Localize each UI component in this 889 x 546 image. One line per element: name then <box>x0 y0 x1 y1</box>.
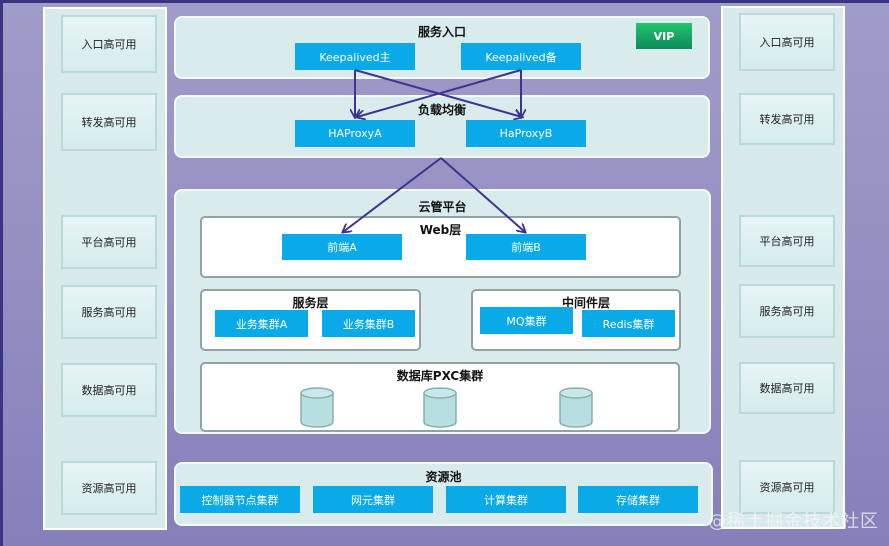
haproxy-a-node[interactable]: HAProxyA <box>295 120 415 147</box>
right-ha-platform[interactable]: 平台高可用 <box>739 215 835 267</box>
left-ha-platform[interactable]: 平台高可用 <box>61 215 157 269</box>
load-balance-title: 负载均衡 <box>417 103 466 117</box>
service-entry-title: 服务入口 <box>417 25 466 39</box>
right-ha-column: 入口高可用 转发高可用 平台高可用 服务高可用 数据高可用 资源高可用 <box>721 6 845 529</box>
keepalived-master-node[interactable]: Keepalived主 <box>295 43 415 70</box>
cloud-platform-title: 云管平台 <box>418 200 467 214</box>
keepalived-backup-node[interactable]: Keepalived备 <box>461 43 581 70</box>
frontend-a-node[interactable]: 前端A <box>282 234 402 260</box>
frame-left-border <box>0 0 3 546</box>
service-entry-panel: 服务入口 <box>174 16 710 79</box>
business-cluster-b-node[interactable]: 业务集群B <box>322 310 415 337</box>
network-element-cluster[interactable]: 网元集群 <box>313 486 433 513</box>
compute-cluster[interactable]: 计算集群 <box>446 486 566 513</box>
web-layer-panel: Web层 <box>200 216 681 278</box>
right-ha-data[interactable]: 数据高可用 <box>739 362 835 414</box>
web-layer-title: Web层 <box>419 223 462 237</box>
watermark: @稀土掘金技术社区 <box>708 511 879 532</box>
database-cylinder-icon-3[interactable] <box>559 387 593 429</box>
right-ha-forward[interactable]: 转发高可用 <box>739 93 835 145</box>
database-cylinder-icon-1[interactable] <box>300 387 334 429</box>
left-ha-service[interactable]: 服务高可用 <box>61 285 157 339</box>
frame-top-border <box>0 0 889 3</box>
controller-node-cluster[interactable]: 控制器节点集群 <box>180 486 300 513</box>
mq-cluster-node[interactable]: MQ集群 <box>480 307 573 334</box>
business-cluster-a-node[interactable]: 业务集群A <box>215 310 308 337</box>
load-balance-panel: 负载均衡 <box>174 95 710 158</box>
left-ha-forward[interactable]: 转发高可用 <box>61 93 157 151</box>
left-ha-resource[interactable]: 资源高可用 <box>61 461 157 515</box>
middleware-layer-title: 中间件层 <box>561 296 610 310</box>
resource-pool-title: 资源池 <box>425 470 462 484</box>
haproxy-b-node[interactable]: HaProxyB <box>466 120 586 147</box>
left-ha-entry[interactable]: 入口高可用 <box>61 15 157 73</box>
left-ha-column: 入口高可用 转发高可用 平台高可用 服务高可用 数据高可用 资源高可用 <box>43 7 167 530</box>
left-ha-data[interactable]: 数据高可用 <box>61 363 157 417</box>
right-ha-entry[interactable]: 入口高可用 <box>739 13 835 71</box>
right-ha-service[interactable]: 服务高可用 <box>739 284 835 338</box>
service-layer-title: 服务层 <box>292 296 329 310</box>
storage-cluster[interactable]: 存储集群 <box>578 486 698 513</box>
database-cylinder-icon-2[interactable] <box>423 387 457 429</box>
database-title: 数据库PXC集群 <box>396 369 484 383</box>
vip-badge[interactable]: VIP <box>636 23 692 49</box>
frontend-b-node[interactable]: 前端B <box>466 234 586 260</box>
redis-cluster-node[interactable]: Redis集群 <box>582 310 675 337</box>
right-ha-resource[interactable]: 资源高可用 <box>739 460 835 514</box>
